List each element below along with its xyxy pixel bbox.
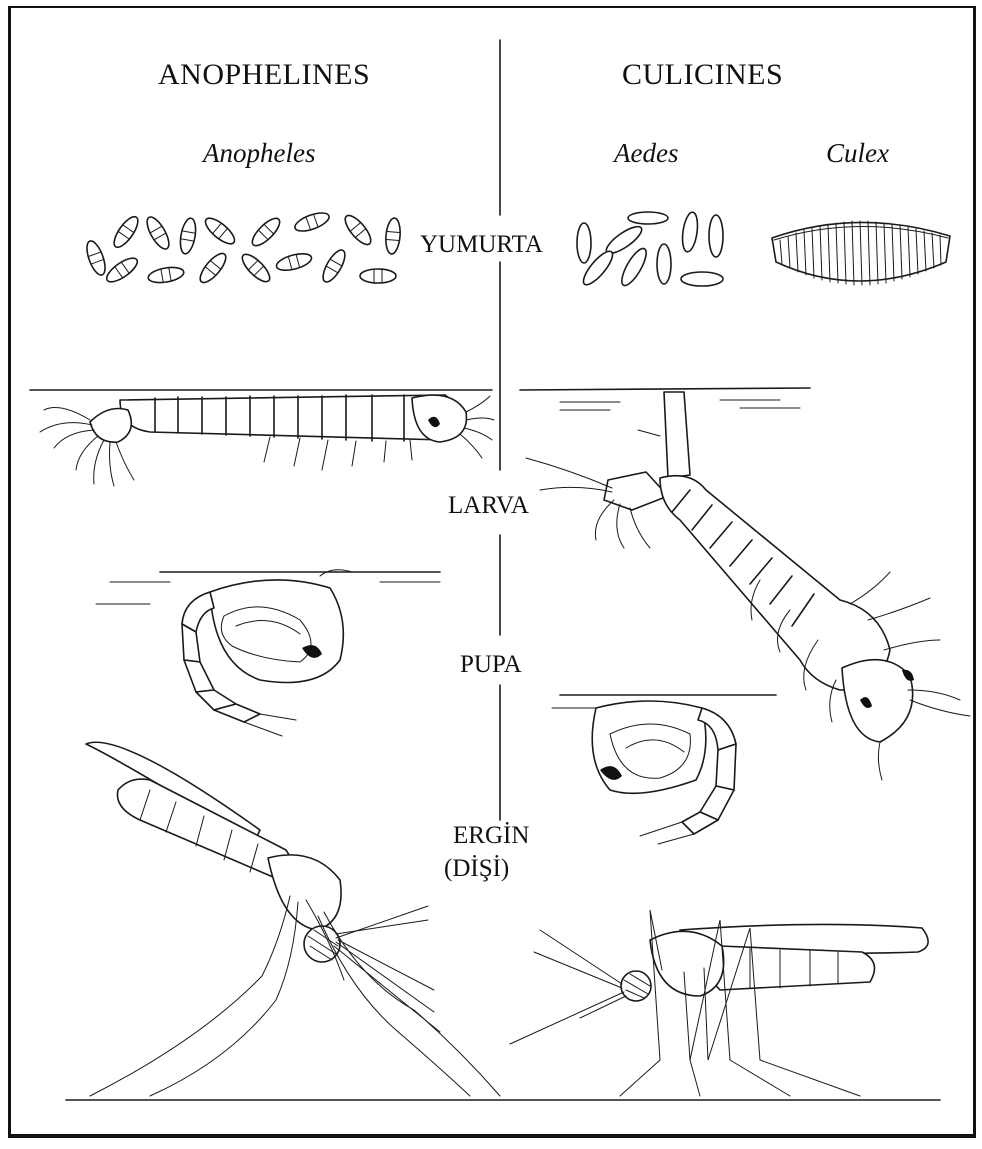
culex-egg-raft: [772, 221, 950, 285]
stage-label-larva: LARVA: [448, 493, 529, 518]
culicine-pupa: [552, 695, 776, 844]
genus-aedes: Aedes: [614, 140, 678, 167]
anopheles-adult: [66, 742, 940, 1100]
stage-label-adult-female: (DİŞİ): [444, 856, 509, 881]
aedes-eggs: [577, 211, 723, 288]
heading-culicines: CULICINES: [622, 60, 783, 90]
genus-anopheles: Anopheles: [203, 140, 315, 167]
anopheles-eggs: [83, 209, 401, 286]
stage-label-adult: ERGİN: [453, 823, 529, 848]
anopheles-pupa: [96, 570, 440, 736]
heading-anophelines: ANOPHELINES: [158, 60, 370, 90]
stage-label-egg: YUMURTA: [420, 232, 543, 257]
culicine-adult: [510, 910, 928, 1096]
genus-culex: Culex: [826, 140, 889, 167]
anopheles-larva: [30, 390, 494, 486]
stage-label-pupa: PUPA: [460, 652, 522, 677]
culicine-larva: [520, 388, 970, 780]
